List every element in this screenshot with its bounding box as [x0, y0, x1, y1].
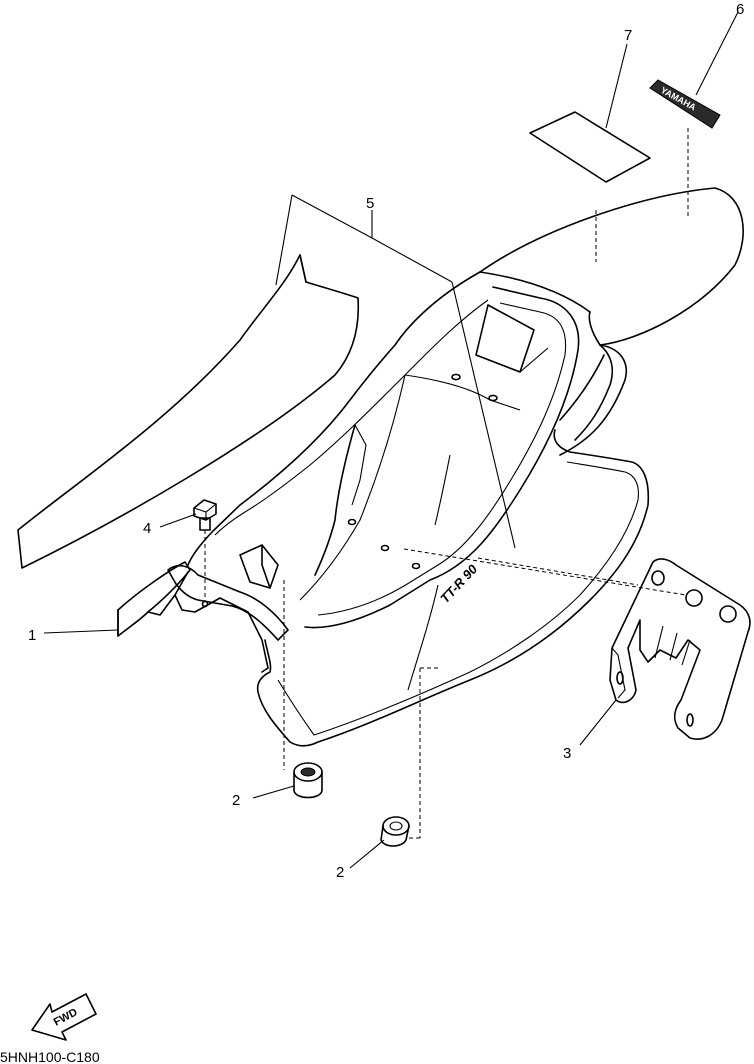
emblem-part-6: YAMAHA	[649, 79, 721, 129]
label-part-7	[529, 111, 651, 183]
bracket-part-3	[609, 558, 751, 740]
callout-2-lower: 2	[336, 864, 344, 881]
drawing-code: 5HNH100-C180	[0, 1049, 100, 1064]
callout-7: 7	[624, 27, 632, 44]
callout-2-upper: 2	[232, 792, 240, 809]
callout-5: 5	[366, 195, 374, 212]
seat-part-5	[17, 254, 360, 569]
grommet-part-2-lower	[380, 816, 420, 847]
callout-1: 1	[28, 627, 36, 644]
front-panel-part-1	[117, 561, 269, 673]
callout-3: 3	[563, 745, 571, 762]
grommet-part-2-upper	[293, 762, 323, 799]
callout-6: 6	[736, 1, 744, 18]
alignment-lines	[283, 128, 689, 838]
callout-5-leader	[275, 194, 516, 549]
rear-fender	[167, 187, 744, 747]
fwd-arrow-icon: FWD	[31, 993, 97, 1041]
model-lettering: TT-R 90	[437, 561, 481, 606]
callout-4: 4	[143, 520, 151, 537]
bolt-part-4	[193, 499, 217, 608]
leader-lines	[43, 11, 739, 869]
